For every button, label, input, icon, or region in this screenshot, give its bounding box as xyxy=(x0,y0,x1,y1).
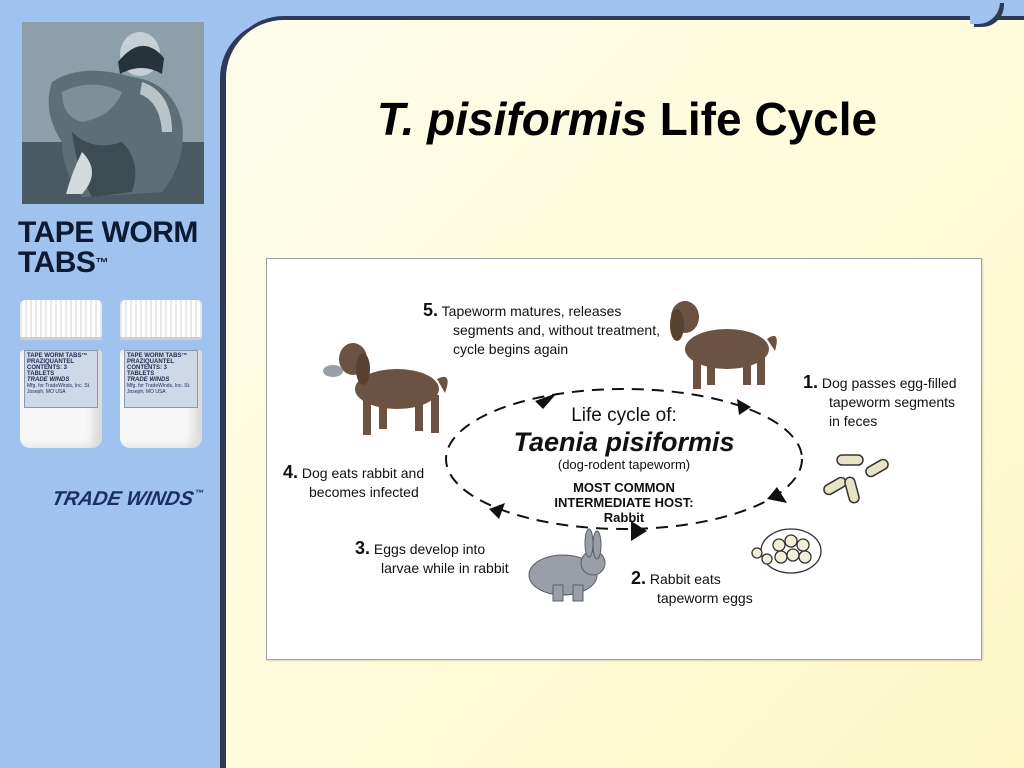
arrow-head-icon xyxy=(767,487,787,503)
photo-illustration xyxy=(22,22,204,204)
arrow-head-icon xyxy=(489,503,505,519)
bottle-left: TAPE WORM TABS™ PRAZIQUANTEL CONTENTS: 3… xyxy=(20,300,102,448)
brand-line-2: TABS xyxy=(18,246,96,279)
bottle-label-logo: TRADE WINDS xyxy=(127,377,170,383)
step-text-line: Rabbit eats xyxy=(649,571,721,587)
tradewinds-logo-text: TRADE WINDS xyxy=(49,488,196,510)
bottle-label-name: TAPE WORM TABS™ xyxy=(127,353,188,359)
step-text-line: Dog eats rabbit and xyxy=(301,465,425,481)
bottle-label: TAPE WORM TABS™ PRAZIQUANTEL CONTENTS: 3… xyxy=(24,350,98,408)
step-text-line: Eggs develop into xyxy=(373,541,486,557)
rabbit-icon xyxy=(528,528,606,602)
bottle-label-mfg: Mfg. for TradeWinds, Inc. St. Joseph, MO… xyxy=(27,383,91,395)
bottle-label-logo: TRADE WINDS xyxy=(27,377,70,383)
life-cycle-diagram: Life cycle of: Taenia pisiformis (dog-ro… xyxy=(266,258,982,660)
dog-standing-icon xyxy=(670,301,777,389)
cycle-illustration xyxy=(323,301,889,602)
dog-with-rabbit-icon xyxy=(323,343,448,435)
cycle-loop xyxy=(445,388,803,530)
bottle-label-drug: PRAZIQUANTEL xyxy=(27,359,74,365)
bottle-label-drug: PRAZIQUANTEL xyxy=(127,359,174,365)
step-1: 1. Dog passes egg-filled tapeworm segmen… xyxy=(803,373,957,431)
bottle-cap xyxy=(20,300,102,340)
bottle-jar: TAPE WORM TABS™ PRAZIQUANTEL CONTENTS: 3… xyxy=(120,350,202,448)
bottle-label-name: TAPE WORM TABS™ xyxy=(27,353,88,359)
arrow-head-icon xyxy=(535,393,557,409)
arrow-head-icon xyxy=(631,521,647,541)
host-value: Rabbit xyxy=(603,510,645,525)
boy-with-dog-photo xyxy=(22,22,204,204)
step-text-line: Tapeworm matures, releases xyxy=(441,303,622,319)
step-2: 2. Rabbit eats tapeworm eggs xyxy=(631,569,753,608)
step-text-line: becomes infected xyxy=(309,484,419,500)
bottle-jar: TAPE WORM TABS™ PRAZIQUANTEL CONTENTS: 3… xyxy=(20,350,102,448)
step-5: 5. Tapeworm matures, releases segments a… xyxy=(423,301,660,359)
step-text-line: in feces xyxy=(829,413,878,429)
brand-trademark: ™ xyxy=(95,255,108,270)
step-text-line: tapeworm eggs xyxy=(657,590,753,606)
step-number: 2. xyxy=(631,568,647,588)
cycle-common-name: (dog-rodent tapeworm) xyxy=(557,457,691,472)
egg-cluster-icon xyxy=(751,528,822,574)
slide-title-species: T. pisiformis xyxy=(376,93,647,145)
tapeworm-segments-icon xyxy=(823,454,889,504)
product-bottles: TAPE WORM TABS™ PRAZIQUANTEL CONTENTS: 3… xyxy=(20,300,210,450)
cycle-species: Taenia pisiformis xyxy=(513,427,735,457)
step-number: 1. xyxy=(803,372,819,392)
host-label-2: INTERMEDIATE HOST: xyxy=(554,495,694,510)
bottle-label: TAPE WORM TABS™ PRAZIQUANTEL CONTENTS: 3… xyxy=(124,350,198,408)
step-text-line: segments and, without treatment, xyxy=(453,322,660,338)
brand-name: TAPE WORM TABS™ xyxy=(18,218,198,278)
bottle-label-mfg: Mfg. for TradeWinds, Inc. St. Joseph, MO… xyxy=(127,383,191,395)
host-label-1: MOST COMMON xyxy=(573,480,675,495)
step-text-line: Dog passes egg-filled xyxy=(821,375,957,391)
step-text-line: tapeworm segments xyxy=(829,394,956,410)
cycle-center-text: Life cycle of: Taenia pisiformis (dog-ro… xyxy=(449,405,799,525)
step-3: 3. Eggs develop into larvae while in rab… xyxy=(355,539,509,578)
brand-line-1: TAPE WORM xyxy=(18,216,198,249)
tradewinds-logo-tm: ™ xyxy=(193,488,205,498)
slide-title: T. pisiformis Life Cycle xyxy=(230,92,1024,146)
bottle-label-contents: CONTENTS: 3 TABLETS xyxy=(27,365,68,377)
bottle-cap xyxy=(120,300,202,340)
cycle-heading: Life cycle of: xyxy=(571,405,677,426)
bottle-label-contents: CONTENTS: 3 TABLETS xyxy=(127,365,168,377)
step-4: 4. Dog eats rabbit and becomes infected xyxy=(283,463,424,502)
step-text-line: cycle begins again xyxy=(453,341,569,357)
step-number: 5. xyxy=(423,300,439,320)
step-number: 4. xyxy=(283,462,299,482)
tradewinds-logo: TRADE WINDS™ xyxy=(50,488,205,511)
step-text-line: larvae while in rabbit xyxy=(381,560,509,576)
bottle-right: TAPE WORM TABS™ PRAZIQUANTEL CONTENTS: 3… xyxy=(120,300,202,448)
arrow-head-icon xyxy=(737,399,751,415)
step-number: 3. xyxy=(355,538,371,558)
slide-title-rest: Life Cycle xyxy=(646,93,878,145)
